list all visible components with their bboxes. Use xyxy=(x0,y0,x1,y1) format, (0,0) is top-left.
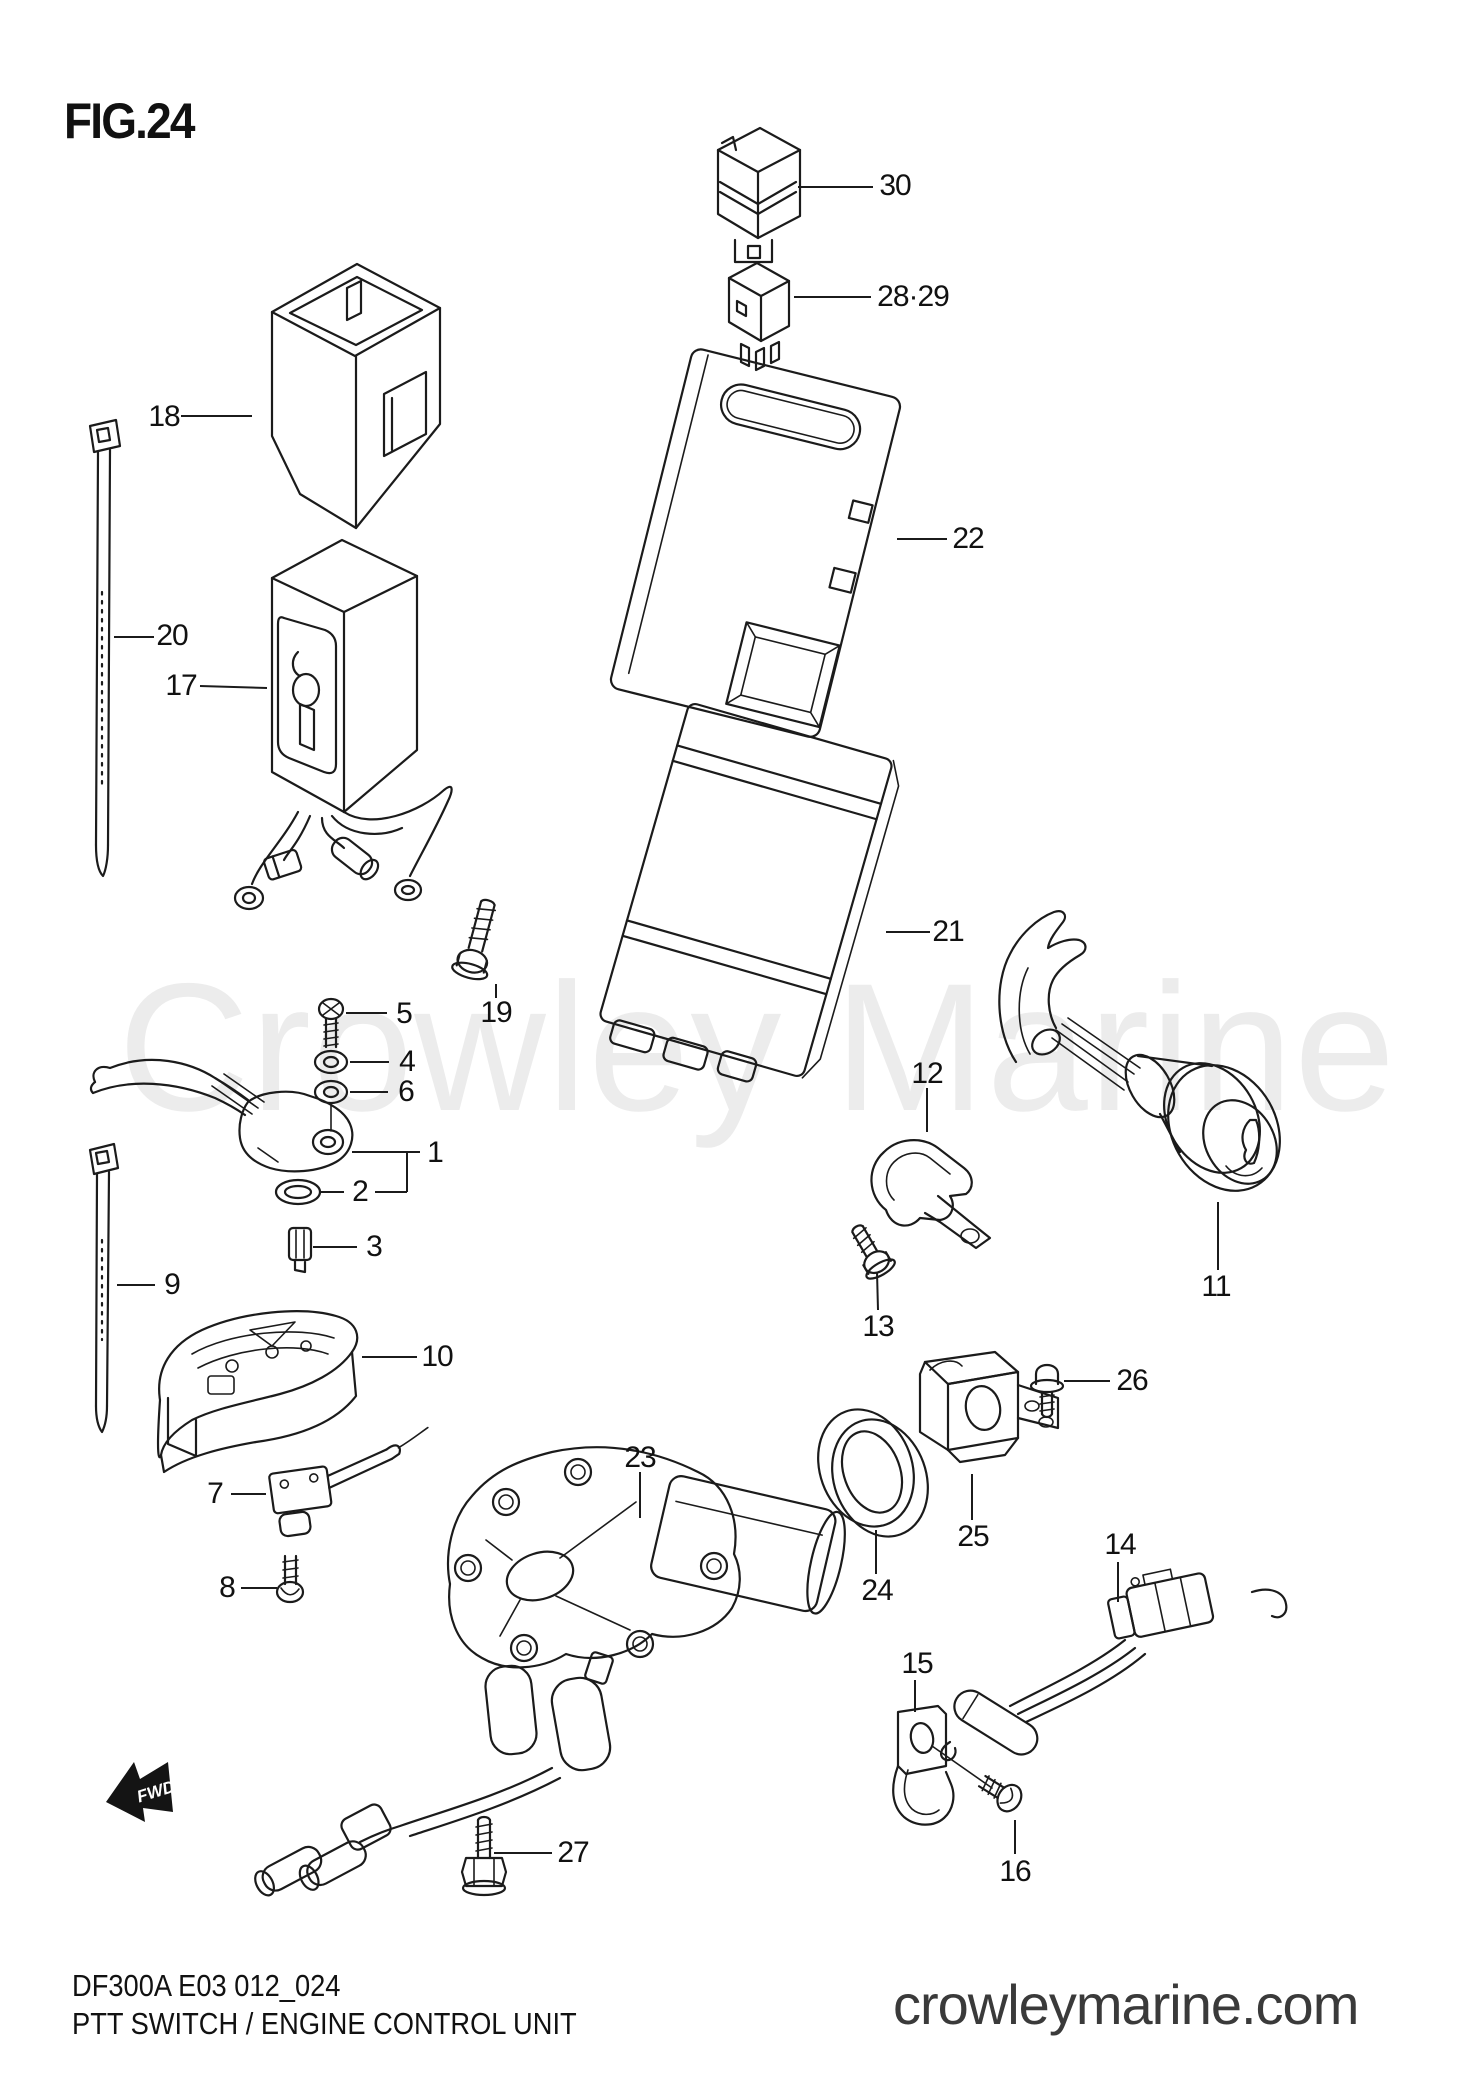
callout-label-28-29: 28·29 xyxy=(877,280,950,313)
part-9-cable-tie xyxy=(88,1142,120,1434)
callout-label-9: 9 xyxy=(164,1268,181,1301)
callout-label-26: 26 xyxy=(1116,1364,1148,1397)
part-24-seal xyxy=(817,1408,929,1538)
part-30-relay xyxy=(716,126,802,264)
callout-label-12: 12 xyxy=(911,1057,943,1090)
figure-caption: PTT SWITCH / ENGINE CONTROL UNIT xyxy=(72,2006,577,2041)
callout-label-2: 2 xyxy=(352,1175,369,1208)
callout-label-7: 7 xyxy=(207,1477,224,1510)
part-20-cable-tie xyxy=(88,418,122,878)
callout-label-20: 20 xyxy=(156,619,188,652)
callout-label-27: 27 xyxy=(557,1836,589,1869)
callout-label-23: 23 xyxy=(624,1441,656,1474)
callout-label-6: 6 xyxy=(398,1075,415,1108)
callout-label-11: 11 xyxy=(1201,1270,1231,1303)
callout-label-8: 8 xyxy=(219,1571,236,1604)
callout-label-21: 21 xyxy=(932,915,964,948)
leader-13 xyxy=(876,1271,879,1311)
part-28-29-relay xyxy=(727,261,791,372)
callout-label-25: 25 xyxy=(957,1520,989,1553)
motor-connector xyxy=(254,1803,392,1897)
part-17-cdi-unit xyxy=(233,538,453,911)
leader-1 xyxy=(352,1151,420,1193)
part-26-bolt xyxy=(1029,1363,1065,1419)
callout-label-15: 15 xyxy=(901,1647,933,1680)
callout-label-24: 24 xyxy=(861,1574,893,1607)
callout-label-1: 1 xyxy=(427,1136,444,1169)
part-19-bolt xyxy=(451,898,497,981)
part-14-ptt-switch xyxy=(940,1568,1288,1762)
part-11-key-switch xyxy=(998,910,1281,1192)
part-25-bracket xyxy=(918,1350,1060,1464)
callout-label-18: 18 xyxy=(148,400,180,433)
part-4-washer xyxy=(313,1049,349,1075)
part-10-sensor-plate xyxy=(156,1310,359,1474)
drawing-code: DF300A E03 012_024 xyxy=(72,1968,341,2003)
callout-label-13: 13 xyxy=(862,1310,894,1343)
callout-label-16: 16 xyxy=(999,1855,1031,1888)
part-23-ptt-motor xyxy=(254,1446,846,1897)
callout-label-14: 14 xyxy=(1104,1528,1136,1561)
callout-label-30: 30 xyxy=(879,169,911,202)
part-12-clamp xyxy=(870,1139,992,1250)
part-2-gasket xyxy=(274,1178,322,1206)
part-27-bolt xyxy=(460,1815,508,1897)
callout-label-17: 17 xyxy=(165,669,197,702)
part-15-clamp-bracket xyxy=(892,1704,993,1826)
part-1-sensor xyxy=(89,1058,354,1173)
part-3-clip xyxy=(287,1226,313,1274)
part-21-engine-control-unit xyxy=(599,702,900,1083)
leader-17 xyxy=(199,685,268,689)
website-text: crowleymarine.com xyxy=(893,1973,1359,2036)
figure-title: FIG.24 xyxy=(64,93,195,149)
motor-bolts xyxy=(453,1457,729,1663)
callout-leader-lines xyxy=(114,186,1219,1854)
part-7-micro-switch xyxy=(268,1426,429,1538)
callout-label-3: 3 xyxy=(366,1230,383,1263)
callout-label-4: 4 xyxy=(399,1045,416,1078)
callout-label-22: 22 xyxy=(952,522,984,555)
callout-label-10: 10 xyxy=(421,1340,453,1373)
part-6-washer xyxy=(313,1079,349,1132)
part-16-screw xyxy=(977,1774,1023,1813)
part-22-ecu-cover xyxy=(609,348,902,738)
callout-label-5: 5 xyxy=(396,997,413,1030)
part-8-screw xyxy=(275,1554,305,1604)
part-13-bolt xyxy=(851,1224,896,1280)
fwd-arrow: FWD xyxy=(106,1762,177,1822)
callout-label-19: 19 xyxy=(480,996,512,1029)
part-5-screw xyxy=(317,997,345,1049)
part-18-relay-cover xyxy=(270,262,442,530)
